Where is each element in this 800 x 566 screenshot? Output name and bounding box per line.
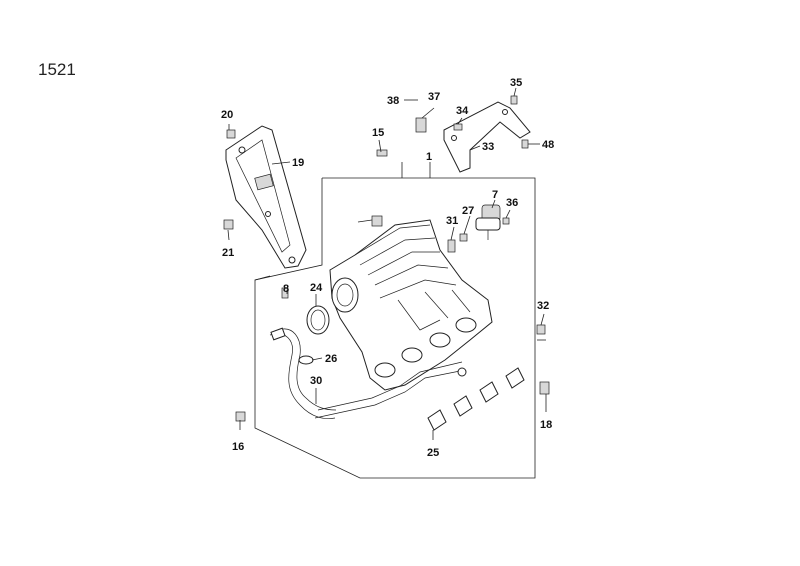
callout-24: 24	[310, 282, 323, 294]
valve-7	[475, 204, 501, 240]
hose-30	[269, 327, 337, 419]
callout-38: 38	[387, 95, 399, 107]
callout-33: 33	[482, 141, 494, 153]
fastener-36	[502, 217, 510, 225]
fastener-48	[521, 139, 529, 149]
callout-27: 27	[462, 205, 474, 217]
fastener-31	[447, 239, 456, 253]
fastener-37	[415, 117, 427, 133]
callout-32: 32	[537, 300, 549, 312]
fastener-15	[376, 149, 388, 157]
callout-8: 8	[283, 283, 289, 295]
callout-1: 1	[426, 151, 432, 163]
fastener-18	[539, 381, 550, 395]
callout-34: 34	[456, 105, 469, 117]
intake-manifold	[329, 219, 493, 391]
bracket-19	[225, 125, 307, 269]
fastener-27	[459, 233, 468, 242]
callout-25: 25	[427, 447, 439, 459]
leader-lines	[227, 87, 547, 440]
fastener-16	[235, 411, 246, 422]
callout-37: 37	[428, 91, 440, 103]
fastener-8	[281, 287, 289, 299]
fastener-34	[453, 123, 463, 131]
callout-31: 31	[446, 215, 458, 227]
callout-48: 48	[542, 139, 554, 151]
callout-16: 16	[232, 441, 244, 453]
page-number: 1521	[38, 60, 76, 79]
fastener-35	[510, 95, 518, 105]
callout-7: 7	[492, 189, 498, 201]
fastener-20	[226, 129, 236, 139]
seal-26	[298, 355, 314, 365]
callout-20: 20	[221, 109, 233, 121]
callout-36: 36	[506, 197, 518, 209]
callout-15: 15	[372, 127, 384, 139]
gasket-24	[306, 305, 330, 335]
injector-gaskets-25	[427, 367, 525, 431]
fastener-21	[223, 219, 234, 230]
hardware-items	[223, 95, 550, 422]
fuel-rail-tube	[314, 361, 467, 419]
callout-35: 35	[510, 77, 522, 89]
callout-labels: 1 7 8 15 16 18 19 20 21 24 25 26 27 30 3…	[221, 77, 554, 459]
fastener-on-manifold	[371, 215, 383, 227]
callout-21: 21	[222, 247, 234, 259]
fastener-32	[536, 324, 546, 335]
callout-26: 26	[325, 353, 337, 365]
callout-18: 18	[540, 419, 552, 431]
bracket-33	[443, 101, 531, 173]
callout-30: 30	[310, 375, 322, 387]
callout-19: 19	[292, 157, 304, 169]
assembly-frame	[254, 177, 536, 479]
